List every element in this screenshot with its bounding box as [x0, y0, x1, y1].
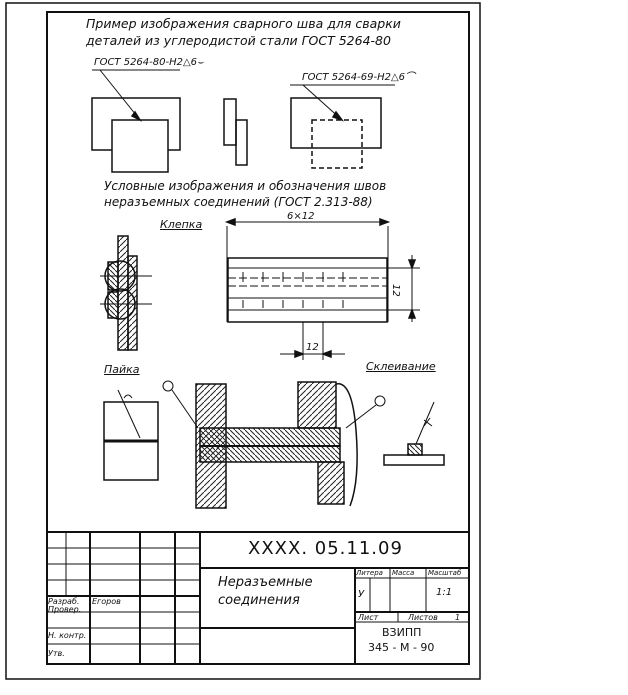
weld-example-middle: [223, 98, 248, 166]
document-number: ХХХХ. 05.11.09: [248, 538, 403, 559]
outer-border: [5, 2, 481, 680]
weld-example-left: [91, 69, 181, 173]
label-solder: Пайка: [104, 363, 140, 376]
weld-example-right: [290, 84, 395, 169]
inner-frame: [46, 11, 470, 665]
role-norm-control: Н. контр.: [48, 631, 87, 640]
role-developer: Разраб.: [48, 597, 80, 606]
title-block-grid: [46, 531, 470, 665]
heading-line-1: Пример изображения сварного шва для свар…: [86, 16, 401, 31]
label-rivet: Клепка: [160, 218, 203, 231]
label-glue: Склеивание: [366, 360, 436, 373]
org-line-1: ВЗИПП: [382, 626, 422, 639]
rivet-section: [100, 235, 152, 351]
dimension-horizontal: 12: [306, 342, 319, 353]
joint-section: [162, 380, 386, 509]
weld-symbol-left: ⌣: [197, 57, 204, 68]
scale-value: 1:1: [436, 587, 453, 598]
weld-label-left: ГОСТ 5264-80-Н2△6⌣: [94, 57, 204, 68]
title-line-1: Неразъемные: [218, 575, 313, 590]
section2-line-1: Условные изображения и обозначения швов: [104, 179, 387, 193]
sheets-label: Листов: [408, 613, 438, 622]
weld-symbol-right: ⌒: [405, 72, 416, 83]
mass-header: Масса: [392, 569, 415, 577]
dimension-rivet-pattern: 6×12: [287, 211, 315, 222]
litera-header: Литера: [356, 569, 383, 577]
title-line-2: соединения: [218, 593, 300, 608]
scale-header: Масштаб: [428, 569, 462, 577]
heading-line-2: деталей из углеродистой стали ГОСТ 5264-…: [86, 33, 391, 48]
role-approved: Утв.: [48, 649, 65, 658]
org-line-2: 345 - М - 90: [368, 641, 435, 654]
sheets-value: 1: [455, 613, 461, 622]
solder-view: [103, 389, 159, 481]
sheet-label: Лист: [358, 613, 379, 622]
rivet-plan-view: [224, 217, 420, 360]
glue-view: [383, 401, 445, 466]
litera-value: У: [358, 589, 365, 600]
weld-label-right: ГОСТ 5264-69-Н2△6⌒: [302, 72, 416, 83]
dimension-vertical: 12: [390, 284, 401, 297]
section2-line-2: неразъемных соединений (ГОСТ 2.313-88): [104, 195, 373, 209]
role-checker: Провер.: [48, 605, 82, 614]
developer-name: Егоров: [92, 597, 121, 606]
